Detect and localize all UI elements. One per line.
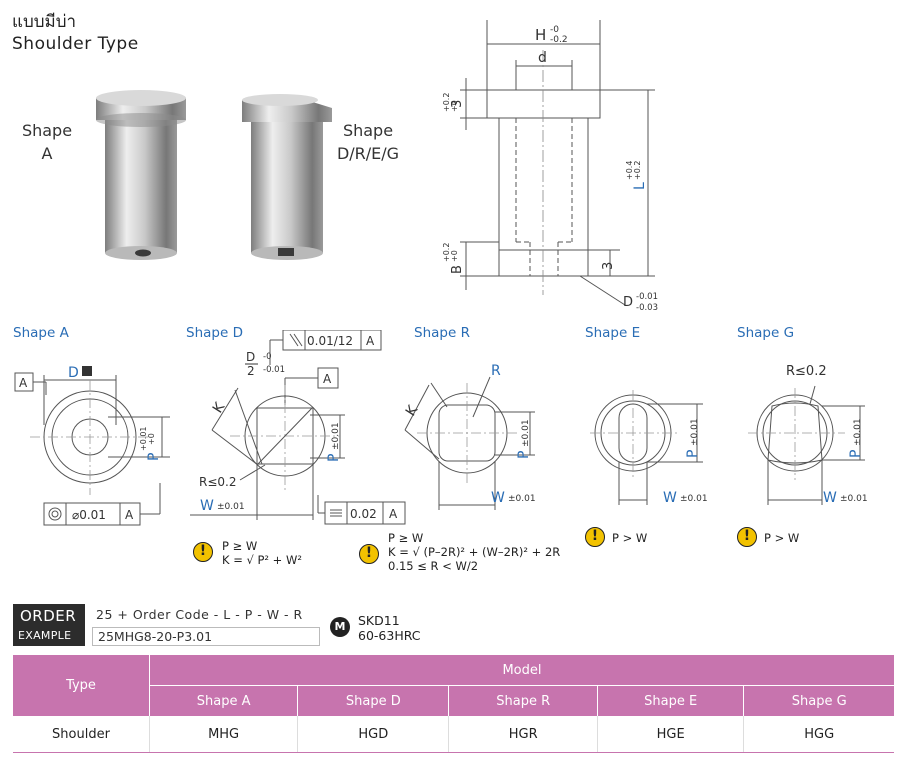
svg-text:-0: -0: [263, 352, 271, 362]
note-shape-d: P ≥ W K = √ P² + W²: [222, 539, 302, 567]
shape-e-drawing: P ±0.01 W ±0.01: [590, 390, 708, 506]
order-example-value: 25MHG8-20-P3.01: [92, 627, 320, 646]
svg-text:-0.03: -0.03: [636, 303, 658, 313]
dim-3-side-label: 3: [601, 262, 616, 270]
warning-icon: !: [585, 527, 605, 547]
note-shape-g: P > W: [764, 531, 800, 545]
svg-text:+0.01: +0.01: [139, 426, 148, 451]
svg-text:A: A: [323, 372, 332, 386]
shape-r-w-label: W: [491, 490, 505, 506]
svg-text:±0.01: ±0.01: [217, 502, 245, 512]
svg-text:+0.2: +0.2: [442, 93, 451, 112]
shape-r-p-label: P: [516, 451, 532, 459]
model-code: HGE: [596, 716, 744, 753]
shape-g-w-label: W: [823, 490, 837, 506]
shape-e-p-label: P: [685, 450, 701, 458]
product-photo-shape-a: [96, 90, 186, 260]
svg-text:±0.01: ±0.01: [690, 418, 700, 446]
shape-a-concentricity: ⌀0.01: [72, 508, 106, 522]
page-title-thai: แบบมีบ่า: [12, 12, 77, 32]
shape-d-frac-den: 2: [247, 364, 255, 378]
order-code-format: 25 + Order Code - L - P - W - R: [96, 607, 303, 622]
shape-g-p-label: P: [848, 450, 864, 458]
shape-d-w-label: W: [200, 498, 214, 514]
dim-h-label: H: [535, 26, 546, 44]
shape-g-title: Shape G: [737, 325, 795, 341]
dim-b-label: B: [450, 265, 465, 274]
dimension-drawing: H -0 -0.2 d 3 +0.2 +0 L +0.4 +0.2 B +0.2…: [442, 20, 658, 313]
col-header: Shape D: [297, 685, 449, 716]
model-code: MHG: [148, 716, 298, 753]
shape-d-p-label: P: [326, 454, 342, 462]
svg-text:A: A: [19, 376, 28, 390]
col-header: Shape A: [148, 685, 298, 716]
dim-l-label: L: [632, 182, 648, 190]
material-icon: M: [330, 617, 350, 637]
svg-text:-0: -0: [550, 25, 559, 35]
note-shape-e: P > W: [612, 531, 648, 545]
shape-d-title: Shape D: [186, 325, 243, 341]
shape-a-p-label: P: [146, 453, 162, 461]
svg-text:+0: +0: [450, 250, 459, 262]
shape-a-d-label: D: [68, 365, 79, 381]
shape-g-drawing: R≤0.2 P ±0.01 W ±0.01: [748, 364, 868, 506]
shape-d-frac-num: D: [246, 350, 255, 364]
warning-icon: !: [193, 542, 213, 562]
svg-text:-0.01: -0.01: [636, 292, 658, 302]
col-header: Shape E: [596, 685, 744, 716]
shape-d-r-label: R≤0.2: [199, 475, 236, 489]
model-code: HGG: [743, 716, 894, 753]
shape-g-r-label: R≤0.2: [786, 364, 827, 379]
dim-3-label: 3: [450, 100, 465, 108]
shape-e-title: Shape E: [585, 325, 641, 341]
svg-text:A: A: [389, 507, 398, 521]
svg-text:±0.01: ±0.01: [840, 494, 868, 504]
shape-r-title: Shape R: [414, 325, 470, 341]
shape-a-drawing: A D P +0.01 +0 ⌀0.01 A: [14, 365, 170, 526]
svg-text:A: A: [366, 334, 375, 348]
shape-d-symmetry: 0.02: [350, 507, 377, 521]
svg-text:±0.01: ±0.01: [331, 422, 341, 450]
col-header: Shape R: [448, 685, 598, 716]
svg-text:-0.2: -0.2: [550, 35, 568, 45]
svg-text:+0.2: +0.2: [442, 243, 451, 262]
svg-text:+0: +0: [450, 100, 459, 112]
type-header: Type: [13, 655, 150, 716]
photo-label-a: Shape A: [21, 121, 73, 163]
product-photo-shape-d: [242, 94, 332, 260]
svg-text:+0: +0: [147, 433, 156, 445]
svg-text:A: A: [125, 508, 134, 522]
row-type: Shoulder: [13, 716, 150, 753]
dim-d-label: d: [538, 50, 547, 66]
svg-text:±0.01: ±0.01: [853, 418, 863, 446]
svg-text:±0.01: ±0.01: [680, 494, 708, 504]
shape-d-parallel: 0.01/12: [307, 334, 353, 348]
dim-D-label: D: [623, 295, 633, 310]
shape-d-k-label: K: [210, 399, 229, 416]
shape-r-r-label: R: [491, 363, 501, 379]
shape-a-title: Shape A: [13, 325, 69, 341]
table-row: Shoulder MHG HGD HGR HGE HGG: [13, 716, 894, 753]
col-header: Shape G: [743, 685, 894, 716]
model-table: Type Model Shape A Shape D Shape R Shape…: [13, 655, 894, 753]
svg-text:+0.2: +0.2: [633, 161, 642, 180]
model-code: HGR: [448, 716, 598, 753]
shape-e-w-label: W: [663, 490, 677, 506]
svg-text:±0.01: ±0.01: [508, 494, 536, 504]
order-example-badge: ORDER EXAMPLE: [13, 604, 85, 646]
svg-text:±0.01: ±0.01: [521, 419, 531, 447]
shape-d-drawing: 0.01/12 A D -0 2 -0.01 A K P ±0.01 R≤0.2…: [190, 330, 406, 525]
note-shape-r: P ≥ W K = √ (P–2R)² + (W–2R)² + 2R 0.15 …: [388, 531, 561, 573]
page-title-english: Shoulder Type: [12, 34, 139, 54]
warning-icon: !: [737, 527, 757, 547]
warning-icon: !: [359, 544, 379, 564]
shape-r-drawing: R K P ±0.01 W ±0.01: [403, 363, 536, 510]
photo-label-drge: Shape D/R/E/G: [336, 121, 400, 163]
svg-text:-0.01: -0.01: [263, 365, 285, 375]
model-code: HGD: [297, 716, 449, 753]
model-header: Model: [149, 655, 894, 686]
svg-text:+0.4: +0.4: [625, 161, 634, 180]
material-info: SKD11 60-63HRC: [358, 613, 421, 643]
